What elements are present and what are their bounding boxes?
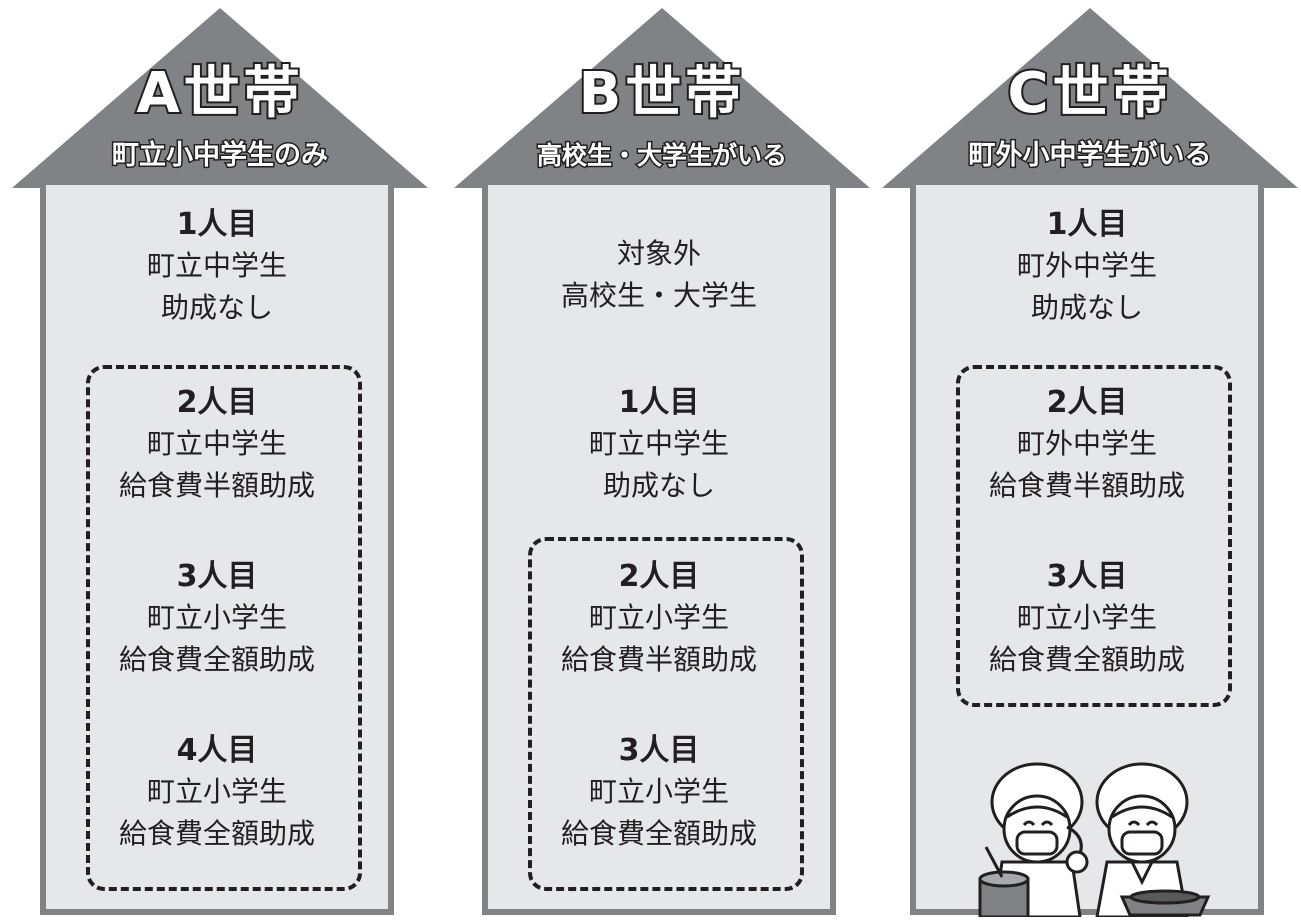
entry-number: 1人目 — [1046, 207, 1128, 242]
house-c: 1人目 町外中学生 助成なし 2人目 町外中学生 給食費半額助成 3人目 町立小… — [880, 0, 1300, 924]
entry-subsidy: 給食費全額助成 — [560, 817, 757, 850]
entry-b-2: 2人目 町立小学生 給食費半額助成 — [488, 557, 830, 681]
entry-subsidy: 給食費全額助成 — [118, 643, 315, 676]
house-a-title: A世帯 — [134, 60, 304, 128]
entry-number: 1人目 — [176, 207, 258, 242]
entry-subsidy: 給食費半額助成 — [118, 469, 315, 502]
entry-number: 1人目 — [618, 385, 700, 420]
entry-c-3: 3人目 町立小学生 給食費全額助成 — [916, 557, 1258, 681]
entry-a-2: 2人目 町立中学生 給食費半額助成 — [46, 383, 388, 507]
entry-school: 町立小学生 — [1016, 601, 1157, 634]
entry-subsidy: 給食費半額助成 — [988, 469, 1185, 502]
house-a-body: 1人目 町立中学生 助成なし 2人目 町立中学生 給食費半額助成 3人目 町立小… — [40, 185, 394, 915]
entry-school: 町立中学生 — [588, 427, 729, 460]
entry-number: 4人目 — [176, 733, 258, 768]
entry-excluded: 対象外 — [616, 237, 701, 270]
entry-subsidy: 助成なし — [1030, 291, 1143, 324]
entry-a-3: 3人目 町立小学生 給食費全額助成 — [46, 557, 388, 681]
entry-number: 3人目 — [1046, 559, 1128, 594]
entry-school: 町立中学生 — [146, 427, 287, 460]
entry-school: 町外中学生 — [1016, 249, 1157, 282]
house-c-title: C世帯 — [1005, 60, 1173, 128]
entry-school: 町立中学生 — [146, 249, 287, 282]
entry-b-0: 対象外 高校生・大学生 — [488, 233, 830, 317]
entry-number: 2人目 — [1046, 385, 1128, 420]
roof-a — [12, 8, 428, 188]
entry-c-2: 2人目 町外中学生 給食費半額助成 — [916, 383, 1258, 507]
entry-subsidy: 助成なし — [160, 291, 273, 324]
subsidy-group-a — [86, 365, 362, 891]
entry-b-3: 3人目 町立小学生 給食費全額助成 — [488, 731, 830, 855]
food-tray-icon — [1119, 889, 1211, 917]
entry-number: 2人目 — [176, 385, 258, 420]
entry-number: 3人目 — [618, 733, 700, 768]
house-b-title: B世帯 — [577, 60, 746, 128]
subsidy-group-c — [956, 365, 1232, 707]
entry-school: 町外中学生 — [1016, 427, 1157, 460]
entry-b-1: 1人目 町立中学生 助成なし — [488, 383, 830, 507]
entry-a-4: 4人目 町立小学生 給食費全額助成 — [46, 731, 388, 855]
house-b-body: 対象外 高校生・大学生 1人目 町立中学生 助成なし 2人目 町立小学生 給食費… — [482, 185, 836, 915]
entry-subsidy: 給食費半額助成 — [560, 643, 757, 676]
entry-subsidy: 助成なし — [602, 469, 715, 502]
house-b-subtitle: 高校生・大学生がいる — [535, 140, 788, 172]
entry-school: 町立小学生 — [146, 601, 287, 634]
roof-b — [454, 8, 870, 188]
subsidy-group-b — [528, 537, 804, 891]
entry-number: 3人目 — [176, 559, 258, 594]
house-b: 対象外 高校生・大学生 1人目 町立中学生 助成なし 2人目 町立小学生 給食費… — [452, 0, 872, 924]
entry-school: 町立小学生 — [588, 775, 729, 808]
entry-school: 町立小学生 — [146, 775, 287, 808]
entry-school: 高校生・大学生 — [560, 279, 757, 312]
house-c-subtitle: 町外小中学生がいる — [967, 139, 1213, 173]
entry-subsidy: 給食費全額助成 — [118, 817, 315, 850]
entry-c-1: 1人目 町外中学生 助成なし — [916, 205, 1258, 329]
entry-school: 町立小学生 — [588, 601, 729, 634]
lunch-children-illustration — [978, 762, 1211, 917]
house-a: 1人目 町立中学生 助成なし 2人目 町立中学生 給食費半額助成 3人目 町立小… — [10, 0, 430, 924]
soup-pot-icon — [978, 846, 1030, 917]
roof-c — [882, 8, 1298, 188]
entry-subsidy: 給食費全額助成 — [988, 643, 1185, 676]
entry-a-1: 1人目 町立中学生 助成なし — [46, 205, 388, 329]
house-c-body: 1人目 町外中学生 助成なし 2人目 町外中学生 給食費半額助成 3人目 町立小… — [910, 185, 1264, 917]
entry-number: 2人目 — [618, 559, 700, 594]
house-a-subtitle: 町立小中学生のみ — [111, 139, 330, 173]
